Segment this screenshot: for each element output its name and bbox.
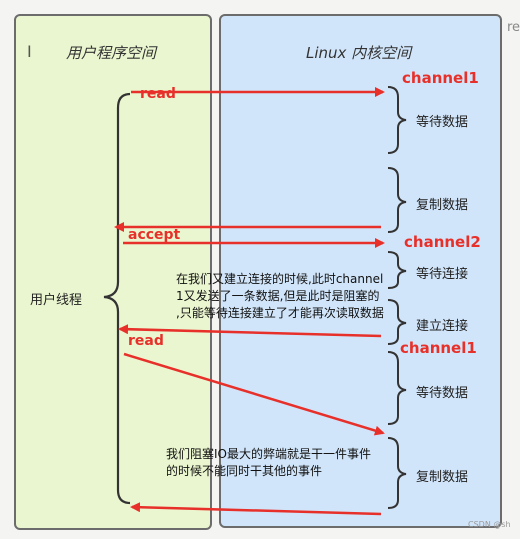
- brace-wait-connect: [387, 251, 407, 289]
- kernel-space-title: Linux 内核空间: [306, 44, 412, 62]
- arrow-read-2: [123, 352, 385, 436]
- note-blocking-drawback: 我们阻塞IO最大的弊端就是干一件事件 的时候不能同时干其他的事件: [166, 446, 371, 480]
- brace-wait-data-2: [387, 351, 407, 425]
- note-1-line-3: ,只能等待连接建立了才能再次读取数据: [176, 306, 384, 320]
- note-1-line-2: 1又发送了一条数据,但是此时是阻塞的: [176, 289, 380, 303]
- note-1-line-1: 在我们又建立连接的时候,此时channel: [176, 272, 384, 286]
- brace-copy-data-1: [387, 167, 407, 233]
- read-label-1: read: [140, 86, 176, 102]
- arrow-copy-return-2: [130, 502, 382, 516]
- text-cursor-icon: I: [27, 42, 32, 61]
- step-wait-connect: 等待连接: [416, 267, 469, 282]
- user-thread-label: 用户线程: [30, 293, 83, 308]
- step-establish-connect: 建立连接: [416, 319, 469, 334]
- read-label-2: read: [128, 333, 164, 349]
- brace-establish-connect: [387, 299, 407, 345]
- step-copy-data-2: 复制数据: [416, 470, 469, 485]
- channel2-label: channel2: [404, 233, 481, 251]
- watermark: CSDN @sh: [468, 520, 511, 529]
- channel1-label-bottom: channel1: [400, 339, 477, 357]
- kernel-space-panel: [219, 14, 502, 528]
- note-2-line-2: 的时候不能同时干其他的事件: [166, 464, 323, 478]
- edge-text: re: [507, 20, 520, 35]
- step-wait-data-2: 等待数据: [416, 386, 469, 401]
- channel1-label-top: channel1: [402, 69, 479, 87]
- note-2-line-1: 我们阻塞IO最大的弊端就是干一件事件: [166, 447, 371, 461]
- user-thread-brace: [103, 92, 131, 505]
- arrow-connect-return: [118, 324, 382, 338]
- step-wait-data-1: 等待数据: [416, 115, 469, 130]
- brace-wait-data-1: [387, 86, 407, 154]
- user-space-title: 用户程序空间: [66, 44, 157, 62]
- user-space-panel: [14, 14, 212, 530]
- note-blocking-connect: 在我们又建立连接的时候,此时channel 1又发送了一条数据,但是此时是阻塞的…: [176, 271, 384, 322]
- accept-label: accept: [128, 227, 181, 243]
- brace-copy-data-2: [387, 437, 407, 509]
- step-copy-data-1: 复制数据: [416, 198, 469, 213]
